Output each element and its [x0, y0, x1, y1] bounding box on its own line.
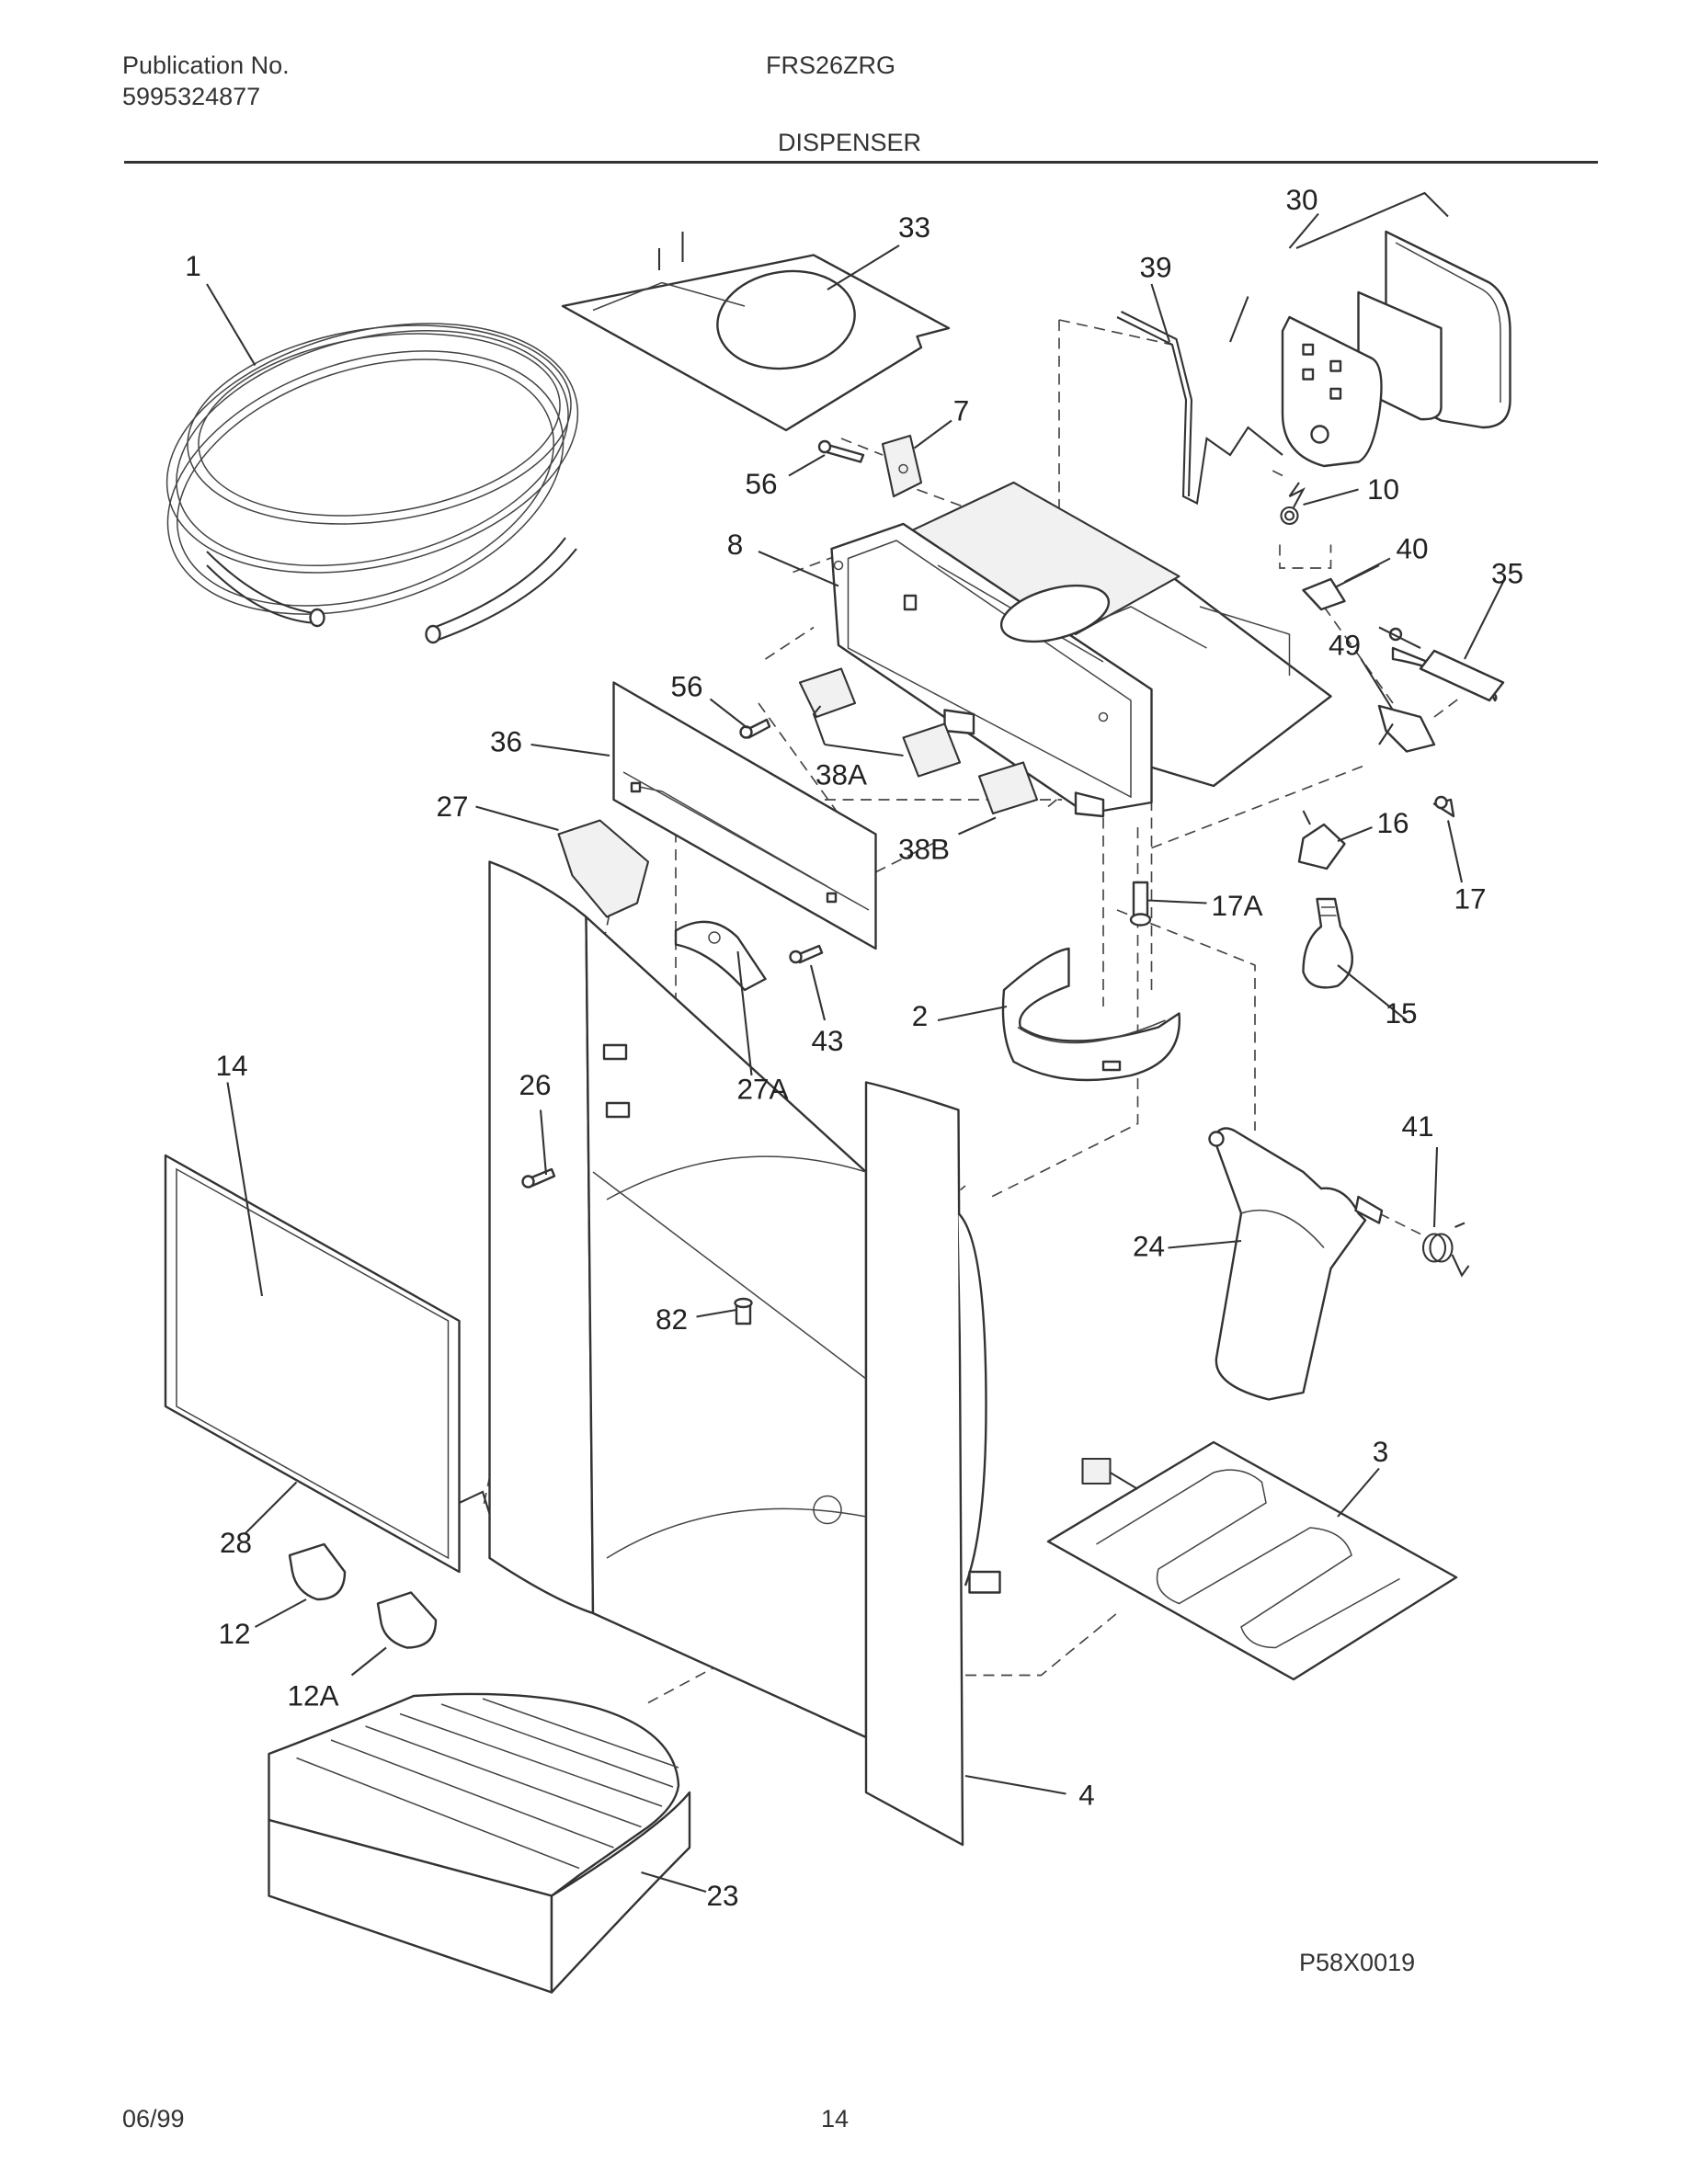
solenoid [1378, 626, 1505, 702]
callout-17A: 17A [1211, 889, 1262, 922]
light-bracket [674, 920, 767, 992]
micro-switch-upper [798, 667, 857, 719]
callout-33: 33 [898, 210, 930, 244]
callout-43: 43 [811, 1024, 843, 1057]
socket-screw [1432, 795, 1455, 818]
callout-15: 15 [1385, 996, 1417, 1029]
callout-26: 26 [519, 1068, 551, 1101]
header-rule [124, 161, 1598, 164]
ice-chute-ring [1001, 947, 1181, 1082]
heater-pad [1046, 1440, 1458, 1681]
torsion-spring [1280, 482, 1306, 526]
callout-2: 2 [912, 999, 929, 1032]
callout-12A: 12A [287, 1679, 338, 1712]
publication-number: 5995324877 [122, 83, 261, 110]
callout-4: 4 [1078, 1779, 1095, 1812]
callout-40: 40 [1396, 532, 1428, 565]
figure-code: P58X0019 [1299, 1949, 1416, 1976]
callout-35: 35 [1491, 557, 1523, 590]
callout-49: 49 [1329, 629, 1361, 662]
callout-30: 30 [1285, 183, 1317, 216]
callout-56-lower: 56 [670, 670, 702, 703]
lever-spring [1421, 1222, 1470, 1278]
callout-28: 28 [220, 1526, 252, 1559]
page-number: 14 [821, 2105, 850, 2133]
callout-27A: 27A [736, 1073, 788, 1106]
callout-41: 41 [1401, 1109, 1433, 1143]
control-panel [612, 681, 877, 950]
micro-switch-38B [977, 761, 1039, 815]
callout-labels: 1 33 30 39 7 56 10 8 40 35 49 56 36 38A … [185, 183, 1523, 1912]
callout-27: 27 [436, 790, 468, 823]
actuator-wire [1116, 311, 1283, 506]
callout-10: 10 [1367, 472, 1399, 506]
clip-alt [376, 1591, 438, 1649]
callout-17: 17 [1454, 882, 1486, 916]
switch-bracket [881, 434, 923, 498]
callout-36: 36 [490, 725, 522, 758]
water-tubing-coil [165, 323, 579, 644]
solenoid-plunger [1302, 564, 1380, 611]
callout-38A: 38A [815, 758, 867, 791]
callout-23: 23 [706, 1879, 738, 1912]
leader-lines [206, 212, 1504, 1894]
screw-panel [739, 718, 771, 739]
housing-screw [1129, 881, 1152, 927]
callout-7: 7 [953, 394, 970, 427]
callout-82: 82 [656, 1302, 688, 1336]
callout-24: 24 [1133, 1230, 1165, 1263]
dispenser-trim [488, 860, 1001, 1847]
footer-date: 06/99 [122, 2105, 185, 2133]
lamp-socket [1297, 810, 1346, 870]
callout-1: 1 [185, 249, 201, 282]
cover-plate [561, 232, 951, 432]
callout-8: 8 [727, 528, 744, 561]
panel-bracket [557, 819, 650, 918]
screw-upper [817, 439, 865, 463]
screw-lower [789, 944, 824, 964]
callout-56-upper: 56 [745, 467, 777, 500]
drip-tray [268, 1692, 691, 1994]
callout-16: 16 [1376, 806, 1409, 839]
callout-3: 3 [1373, 1435, 1389, 1468]
paddle-assembly [1229, 191, 1511, 468]
publication-label: Publication No. [122, 51, 290, 79]
callout-12: 12 [218, 1617, 250, 1650]
section-title: DISPENSER [778, 129, 922, 156]
bottom-screw [734, 1297, 753, 1325]
callout-38B: 38B [898, 833, 950, 866]
display-frame [164, 1154, 491, 1574]
lamp-bulb [1302, 897, 1353, 989]
model-number: FRS26ZRG [766, 51, 896, 79]
callout-39: 39 [1139, 251, 1171, 284]
dispenser-lever [1208, 1127, 1384, 1401]
micro-switch-38A [902, 722, 962, 778]
callout-14: 14 [215, 1049, 247, 1082]
solenoid-bracket [1377, 704, 1436, 753]
trim-screw [521, 1167, 556, 1189]
clip [288, 1542, 347, 1601]
dispenser-housing [830, 481, 1332, 818]
